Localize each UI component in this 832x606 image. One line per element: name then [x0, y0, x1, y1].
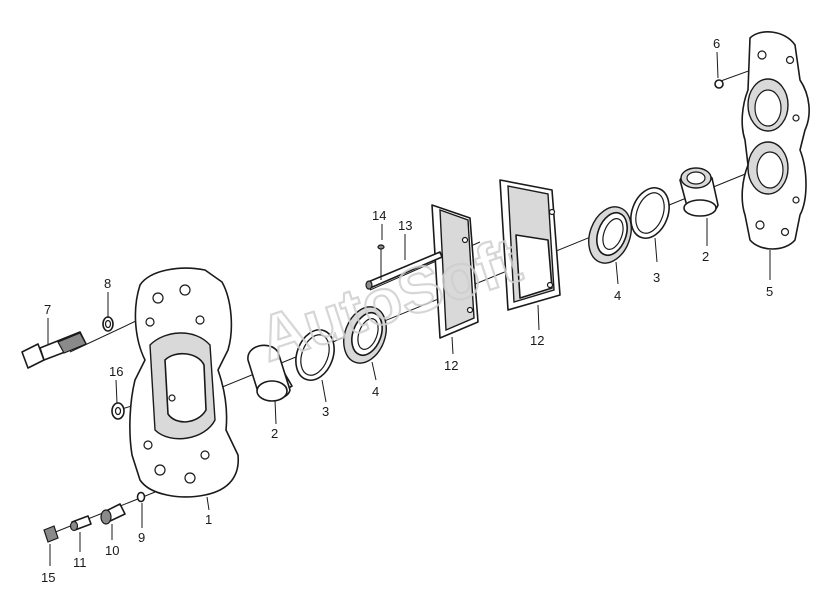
leader-lines: [47, 51, 771, 566]
callout-3-left: 3: [322, 404, 329, 419]
oring-9: [136, 491, 146, 503]
callout-3-right: 3: [653, 270, 660, 285]
callout-10: 10: [105, 543, 119, 558]
callout-2-right: 2: [702, 249, 709, 264]
bleeder-adapter: [100, 503, 126, 525]
dust-boot-left: [343, 306, 387, 364]
watermark: AutoSoft: [250, 223, 529, 375]
bolt: [21, 331, 87, 369]
piston-left: [247, 344, 293, 402]
callout-4-left: 4: [372, 384, 379, 399]
seal-right-inner: [635, 192, 665, 234]
brake-pad-left: [431, 204, 479, 339]
callout-6: 6: [713, 36, 720, 51]
callout-12-right: 12: [530, 333, 544, 348]
caliper-half-left: [129, 267, 239, 498]
callout-9: 9: [138, 530, 145, 545]
pad-pin: [365, 251, 443, 290]
callout-13: 13: [398, 218, 412, 233]
callout-2-left: 2: [271, 426, 278, 441]
oring-6: [714, 79, 724, 89]
dust-cap: [43, 525, 59, 543]
callout-16: 16: [109, 364, 123, 379]
brake-pad-right: [499, 179, 561, 311]
washer-16-hole: [114, 406, 122, 416]
spring-clip: [377, 244, 385, 280]
seal-left-inner: [300, 334, 330, 376]
washer-8-hole: [104, 319, 112, 329]
callout-4-right: 4: [614, 288, 621, 303]
caliper-half-right: [741, 31, 810, 250]
callout-7: 7: [44, 302, 51, 317]
callout-1: 1: [205, 512, 212, 527]
bleeder-screw: [69, 515, 92, 532]
callout-12-left: 12: [444, 358, 458, 373]
callout-14: 14: [372, 208, 386, 223]
callout-8: 8: [104, 276, 111, 291]
callout-15: 15: [41, 570, 55, 585]
piston-right: [679, 167, 719, 217]
callout-11: 11: [73, 555, 87, 570]
callout-5: 5: [766, 284, 773, 299]
dust-boot-right: [588, 206, 632, 264]
